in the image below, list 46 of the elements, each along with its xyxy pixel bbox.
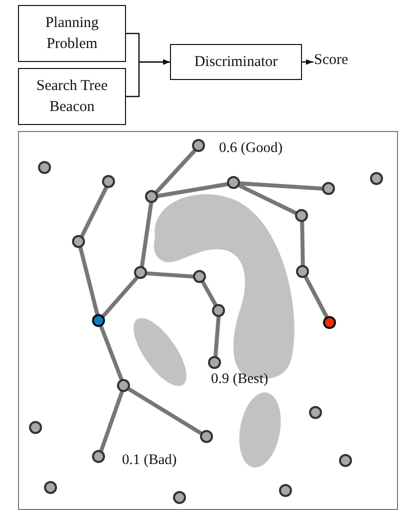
tree-edge	[154, 148, 197, 194]
tree-edge	[201, 280, 218, 308]
arrow	[125, 59, 171, 98]
tree-node	[145, 190, 158, 203]
process-box: Discriminator	[170, 44, 302, 80]
output-label: Score	[314, 52, 358, 72]
tree-node	[193, 270, 206, 283]
sample-point	[370, 172, 383, 185]
tree-edge	[101, 276, 139, 318]
tree-edge	[238, 184, 298, 216]
sample-point	[279, 484, 292, 497]
tree-node	[200, 430, 213, 443]
tree-edge	[238, 181, 325, 191]
tree-edge	[80, 186, 108, 238]
start-node	[92, 314, 105, 327]
sample-point	[309, 406, 322, 419]
arrow	[301, 59, 314, 65]
goal-node	[323, 316, 336, 329]
tree-node	[295, 209, 308, 222]
tree-node	[212, 304, 225, 317]
sample-point	[38, 161, 51, 174]
tree-node	[134, 266, 147, 279]
tree-node	[102, 175, 115, 188]
map-panel	[18, 131, 398, 510]
sample-point	[29, 421, 42, 434]
tree-edge	[304, 276, 329, 320]
sample-point	[44, 481, 57, 494]
tree-edge	[156, 182, 230, 198]
sample-point	[173, 491, 186, 504]
tree-edge	[78, 246, 100, 317]
tree-node	[117, 379, 130, 392]
tree-node	[322, 182, 335, 195]
input-box: Planning Problem	[18, 5, 126, 62]
score-label: 0.9 (Best)	[211, 371, 268, 388]
tree-node	[296, 265, 309, 278]
tree-edge	[300, 220, 305, 268]
tree-edge	[140, 201, 154, 269]
sample-point	[339, 454, 352, 467]
input-box: Search Tree Beacon	[18, 68, 126, 125]
tree-edge	[214, 315, 220, 359]
tree-node	[227, 176, 240, 189]
tree-edge	[99, 390, 124, 453]
tree-edge	[128, 387, 204, 436]
tree-node	[72, 235, 85, 248]
score-label: 0.1 (Bad)	[122, 452, 177, 469]
score-label: 0.6 (Good)	[219, 140, 283, 157]
